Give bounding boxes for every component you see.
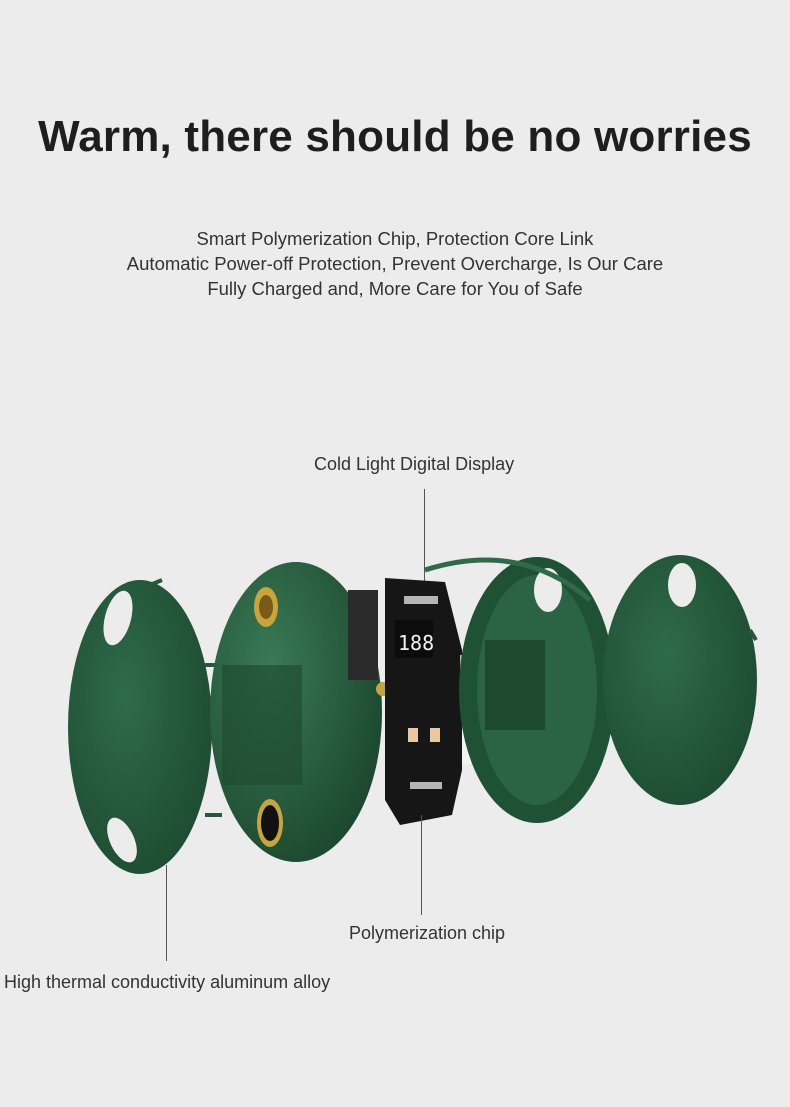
- rear-shell: [424, 557, 615, 823]
- headline: Warm, there should be no worries: [38, 112, 752, 161]
- back-cover-plate: [603, 555, 758, 805]
- callout-alloy-label: High thermal conductivity aluminum alloy: [4, 972, 331, 992]
- callout-display-label: Cold Light Digital Display: [314, 454, 515, 474]
- feature-line-2: Automatic Power-off Protection, Prevent …: [126, 253, 664, 274]
- feature-line-1: Smart Polymerization Chip, Protection Co…: [196, 228, 594, 249]
- digital-display-digits: 188: [398, 631, 434, 655]
- feature-description: Smart Polymerization Chip, Protection Co…: [0, 226, 790, 301]
- callout-chip-line: [421, 815, 422, 915]
- exploded-product-illustration: 188: [68, 555, 758, 874]
- front-shell: [210, 562, 390, 862]
- callout-display-line: [424, 489, 425, 605]
- feature-line-3: Fully Charged and, More Care for You of …: [207, 278, 583, 299]
- pcb-board: 188: [348, 578, 482, 825]
- callout-chip-label: Polymerization chip: [349, 923, 506, 943]
- callout-alloy-line: [166, 865, 167, 961]
- left-cover-plate: [68, 578, 222, 874]
